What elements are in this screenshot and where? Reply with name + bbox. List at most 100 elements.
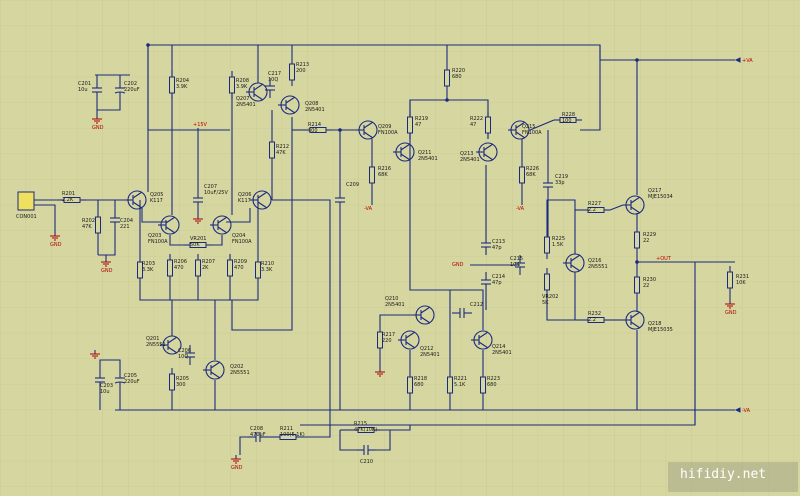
q215-ref: Q215 xyxy=(522,124,535,130)
c208-ref: C208 xyxy=(250,426,263,432)
r204-ref: R204 xyxy=(176,78,189,84)
ground-symbol xyxy=(193,218,203,224)
q212-transistor-emitter xyxy=(420,316,431,324)
q207-ref: Q207 xyxy=(236,96,249,102)
r213-value: 200 xyxy=(296,68,306,74)
r221-ref: R221 xyxy=(454,376,467,382)
q208-ref: Q208 xyxy=(305,101,318,107)
r202-ref: R202 xyxy=(82,218,95,224)
rail-arrow xyxy=(734,407,741,413)
r215-value: 47K(10K) xyxy=(354,427,377,433)
q210-value: 2N5401 xyxy=(385,302,405,308)
r202-value: 47K xyxy=(82,224,92,230)
c213-value: 47p xyxy=(492,245,502,251)
r223-ref: R223 xyxy=(487,376,500,382)
ground-label: GND xyxy=(725,310,737,316)
q202-transistor-emitter xyxy=(210,371,221,379)
wire xyxy=(97,100,121,111)
wire xyxy=(226,208,251,223)
q212-ref: Q212 xyxy=(420,346,433,352)
q216-ref: Q216 xyxy=(588,258,601,264)
r232-value: 2.2 xyxy=(588,317,596,323)
r205-value: 300 xyxy=(176,382,186,388)
q205-transistor-emitter xyxy=(132,201,143,209)
r203-ref: R203 xyxy=(142,261,155,267)
r218-ref: R218 xyxy=(414,376,427,382)
q201-transistor-emitter xyxy=(167,346,178,354)
r207-resistor xyxy=(195,259,201,277)
vr202-resistor xyxy=(544,273,550,291)
r220-resistor xyxy=(444,69,450,87)
r211-ref: R211 xyxy=(280,426,293,432)
q208-value: 2N5401 xyxy=(305,107,325,113)
r230-value: 22 xyxy=(643,283,649,289)
r208-ref: R208 xyxy=(236,78,249,84)
r214-ref: R214 xyxy=(308,122,321,128)
r208-value: 3.9K xyxy=(236,84,248,90)
r210-value: 3.3K xyxy=(261,267,273,273)
junction-dot xyxy=(146,43,150,47)
rail-label: +VA xyxy=(742,58,753,64)
c205-value: 220uF xyxy=(124,379,140,385)
c212-ref: C212 xyxy=(470,302,483,308)
r213-ref: R213 xyxy=(296,62,309,68)
r219-ref: R219 xyxy=(415,116,428,122)
junction-dot xyxy=(445,98,449,102)
r232-ref: R232 xyxy=(588,311,601,317)
r207-ref: R207 xyxy=(202,259,215,265)
rail-15v-label: +15V xyxy=(193,122,208,128)
wire xyxy=(529,119,555,131)
q206-ref: Q206 xyxy=(238,192,251,198)
r202-resistor xyxy=(95,216,101,234)
c201-ref: C201 xyxy=(78,81,91,87)
q218-transistor-emitter xyxy=(630,321,641,329)
rail-label: +OUT xyxy=(656,256,672,262)
wire xyxy=(239,436,248,455)
r231-value: 10K xyxy=(736,280,746,286)
q209-transistor-collector xyxy=(363,121,374,129)
c214-value: 47p xyxy=(492,280,502,286)
q201-ref: Q201 xyxy=(146,336,159,342)
junction-dot xyxy=(338,128,342,132)
ground-symbol xyxy=(725,303,735,309)
q204-transistor-emitter xyxy=(217,226,228,234)
c217-ref: C217 xyxy=(268,71,281,77)
wire xyxy=(231,117,293,331)
wire xyxy=(609,204,624,211)
r206-value: 470 xyxy=(174,265,184,271)
connector-con001 xyxy=(17,191,35,211)
r228-ref: R228 xyxy=(562,112,575,118)
r201-resistor xyxy=(63,197,81,203)
r213-resistor xyxy=(289,63,295,81)
r209-resistor xyxy=(227,259,233,277)
r225-resistor xyxy=(544,236,550,254)
labels: +VA-VACON001GNDR2012.2KR20247KGNDC204221… xyxy=(16,58,753,471)
wires xyxy=(34,43,735,459)
r225-value: 1.5K xyxy=(552,242,564,248)
r216-resistor xyxy=(369,166,375,184)
r221-value: 5.1K xyxy=(454,382,466,388)
r211-resistor xyxy=(279,434,297,440)
c205-capacitor-plate xyxy=(114,381,126,384)
ground-label: GND xyxy=(92,125,104,131)
rail-arrow xyxy=(734,57,741,63)
q211-ref: Q211 xyxy=(418,150,431,156)
c219-ref: C219 xyxy=(555,174,568,180)
r218-value: 680 xyxy=(414,382,424,388)
r227-value: 2.2 xyxy=(588,207,596,213)
q203-ref: Q203 xyxy=(148,233,161,239)
c219-value: 33p xyxy=(555,180,565,186)
r223-resistor xyxy=(480,376,486,394)
q201-value: 2N5551 xyxy=(146,342,166,348)
q211-value: 2N5401 xyxy=(418,156,438,162)
q211-transistor-emitter xyxy=(400,153,411,161)
q203-transistor-collector xyxy=(165,216,176,224)
r209-ref: R209 xyxy=(234,259,247,265)
q213-transistor-collector xyxy=(483,143,494,151)
q218-value: MJE15035 xyxy=(648,327,673,333)
r214-resistor xyxy=(309,127,327,133)
r217-ref: R217 xyxy=(382,332,395,338)
r206-resistor xyxy=(167,259,173,277)
q217-ref: Q217 xyxy=(648,188,661,194)
